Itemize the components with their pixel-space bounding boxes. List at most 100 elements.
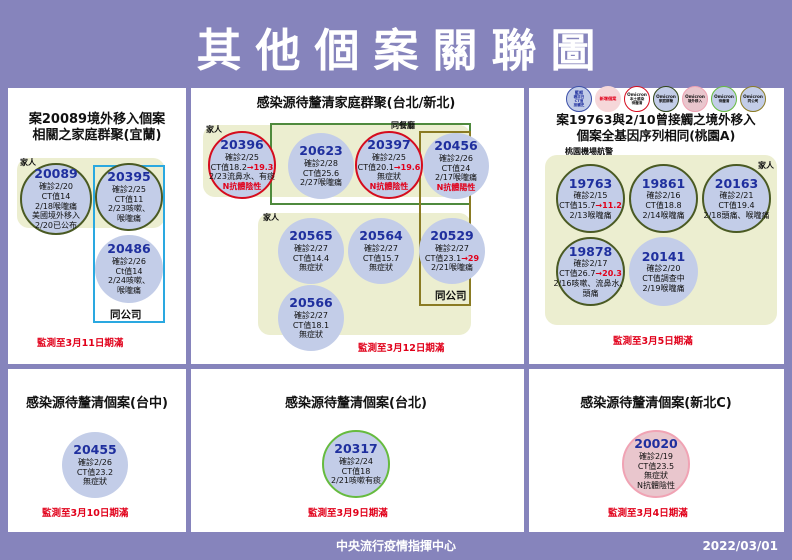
case-20623-id: 20623 (299, 143, 343, 158)
case-19878-line-3: 頭痛 (582, 288, 599, 298)
case-20397-id: 20397 (367, 137, 411, 153)
case-20486[interactable]: 20486 確診2/26 Ct值14 2/24咳嗽、 喉嚨痛 (95, 235, 163, 303)
case-20395-line-3: 喉嚨痛 (117, 214, 141, 224)
panel-title-taoyuan-a: 案19763與2/10曾接觸之境外移入 個案全基因序列相同(桃園A) (528, 112, 784, 143)
case-20623[interactable]: 20623 確診2/28 CT值25.6 2/27喉嚨痛 (288, 133, 354, 199)
case-20089-line-3: 美國境外移入 (32, 211, 80, 221)
ct-value-initial: CT值26.7 (559, 269, 596, 279)
badge-omicron-dark-line-1: 家庭群聚 (658, 99, 674, 104)
badge-omicron-green-line-0: Omicron (714, 93, 734, 99)
case-20486-line-2: 2/24咳嗽、 (108, 276, 150, 286)
expiry-taipei: 監測至3月9日期滿 (308, 508, 388, 519)
case-20623-line-1: CT值25.6 (302, 168, 340, 178)
case-20317[interactable]: 20317 確診2/24 CT值18 2/21咳嗽有痰 (322, 430, 390, 498)
case-20456-line-0: 確診2/26 (439, 153, 473, 163)
panel-title-taipei: 感染源待釐清個案(台北) (285, 396, 427, 411)
badge-omicron-olive-line-0: Omicron (743, 93, 763, 99)
case-20089-line-4: 2/20已公布 (35, 221, 77, 230)
case-20163[interactable]: 20163 確診2/21 CT值19.4 2/18頭痛、喉嚨痛 (702, 164, 771, 233)
group-label-tpe-family-2: 家人 (263, 213, 279, 222)
case-20141-line-2: 2/19喉嚨痛 (642, 283, 685, 293)
divider-vertical-2 (524, 88, 529, 364)
case-19763-line-1: CT值15.7→11.2 (559, 201, 622, 211)
case-20395-line-0: 確診2/25 (112, 184, 146, 194)
case-20566[interactable]: 20566 確診2/27 CT值18.1 無症狀 (278, 285, 344, 351)
case-19878-id: 19878 (568, 243, 613, 259)
case-20141-line-1: CT值調查中 (642, 274, 685, 283)
case-20317-id: 20317 (334, 441, 378, 456)
panel-title-taoyuan-a-line2: 個案全基因序列相同(桃園A) (576, 127, 736, 143)
badge-omicron-red-line-0: Omicron (627, 91, 647, 97)
badge-omicron-pink-line-0: Omicron (685, 93, 705, 99)
case-20020-line-1: CT值23.5 (637, 461, 675, 471)
case-19763-line-2: 2/13喉嚨痛 (569, 210, 612, 220)
case-20455[interactable]: 20455 確診2/26 CT值23.2 無症狀 (62, 432, 128, 498)
case-20529-id: 20529 (430, 228, 474, 243)
ct-value-followup: →11.2 (595, 201, 622, 210)
case-20456-line-3: N抗體陽性 (436, 183, 476, 193)
case-20456[interactable]: 20456 確診2/26 CT值24 2/17喉嚨痛 N抗體陽性 (423, 133, 489, 199)
panel-title-yilan-line2: 相關之家庭群聚(宜蘭) (32, 128, 162, 144)
group-box-tpe-company (419, 131, 471, 306)
ct-value-initial: CT值20.1 (357, 162, 394, 172)
case-19763-line-0: 確診2/15 (573, 191, 608, 201)
case-20565-line-0: 確診2/27 (294, 243, 328, 253)
case-19763[interactable]: 19763 確診2/15 CT值15.7→11.2 2/13喉嚨痛 (556, 164, 625, 233)
badge-ct-value-line-1: 確診日 (573, 95, 585, 100)
case-20089[interactable]: 20089 確診2/20 CT值14 2/18喉嚨痛 美國境外移入 2/20已公… (20, 163, 92, 235)
case-20455-line-0: 確診2/26 (78, 457, 112, 467)
ct-value-followup: →19.3 (246, 162, 274, 172)
case-20564[interactable]: 20564 確診2/27 CT值15.7 無症狀 (348, 218, 414, 284)
case-20529[interactable]: 20529 確診2/27 CT值23.1→29 2/21喉嚨痛 (419, 218, 485, 284)
badge-ct-value-line-0: 藍框 (574, 89, 584, 95)
case-20396-line-2: 2/23流鼻水、有痰 (209, 172, 275, 182)
panel-title-taipei-newtaipei: 感染源待釐清家庭群聚(台北/新北) (256, 96, 456, 111)
case-20566-line-0: 確診2/27 (294, 310, 328, 320)
case-20141[interactable]: 20141 確診2/20 CT值調查中 2/19喉嚨痛 (629, 237, 698, 306)
case-20020[interactable]: 20020 確診2/19 CT值23.5 無症狀 N抗體陰性 (622, 430, 690, 498)
expiry-newtaipei-c: 監測至3月4日期滿 (608, 508, 688, 519)
case-20020-line-3: N抗體陰性 (637, 481, 675, 491)
case-20396[interactable]: 20396 確診2/25 CT值18.2→19.3 2/23流鼻水、有痰 N抗體… (208, 131, 276, 199)
expiry-yilan: 監測至3月11日期滿 (37, 338, 124, 349)
case-19861[interactable]: 19861 確診2/16 CT值18.8 2/14喉嚨痛 (629, 164, 698, 233)
case-20397[interactable]: 20397 確診2/25 CT值20.1→19.6 無症狀 N抗體陰性 (355, 131, 423, 199)
case-20395-line-2: 2/23咳嗽、 (108, 204, 150, 214)
case-20456-line-1: CT值24 (441, 163, 471, 173)
footer-bar: 中央流行疫情指揮中心 2022/03/01 (0, 532, 792, 560)
case-20564-line-2: 無症狀 (369, 263, 393, 273)
badge-ct-value-line-2: CT值 (574, 99, 584, 104)
case-20455-line-2: 無症狀 (83, 477, 107, 487)
case-20317-line-0: 確診2/24 (339, 456, 373, 466)
divider-vertical-4 (524, 369, 529, 532)
ct-value-initial: CT值15.7 (559, 201, 596, 210)
case-20529-line-2: 2/21喉嚨痛 (431, 263, 473, 273)
case-20455-id: 20455 (73, 442, 117, 457)
case-20395[interactable]: 20395 確診2/25 CT值11 2/23咳嗽、 喉嚨痛 (95, 163, 163, 231)
case-20455-line-1: CT值23.2 (76, 467, 114, 477)
ct-value-followup: →29 (461, 253, 480, 263)
divider-vertical-3 (186, 369, 191, 532)
case-20141-line-0: 確診2/20 (646, 264, 681, 274)
panel-title-taichung: 感染源待釐清個案(台中) (26, 396, 168, 411)
group-label-tpe-restaurant: 同餐廳 (391, 121, 415, 130)
footer-date: 2022/03/01 (702, 539, 778, 553)
case-20020-line-0: 確診2/19 (639, 451, 673, 461)
badge-pink-line-0: 新增個案 (599, 95, 617, 101)
case-20486-line-1: Ct值14 (115, 266, 143, 276)
case-20529-line-1: CT值23.1→29 (425, 254, 479, 264)
case-20486-line-0: 確診2/26 (112, 256, 146, 266)
badge-omicron-dark-line-0: Omicron (656, 93, 676, 99)
case-19763-id: 19763 (568, 175, 613, 191)
case-20565-line-2: 無症狀 (299, 263, 323, 273)
case-19878[interactable]: 19878 確診2/17 CT值26.7→20.3 2/16咳嗽、流鼻水、 頭痛 (554, 237, 627, 306)
case-20565[interactable]: 20565 確診2/27 CT值14.4 無症狀 (278, 218, 344, 284)
case-20020-line-2: 無症狀 (644, 471, 668, 481)
case-20089-line-2: 2/18喉嚨痛 (35, 201, 77, 211)
case-20566-line-2: 無症狀 (299, 330, 323, 340)
ct-value-initial: CT值18.2 (210, 162, 247, 172)
case-20396-line-0: 確診2/25 (225, 152, 259, 162)
